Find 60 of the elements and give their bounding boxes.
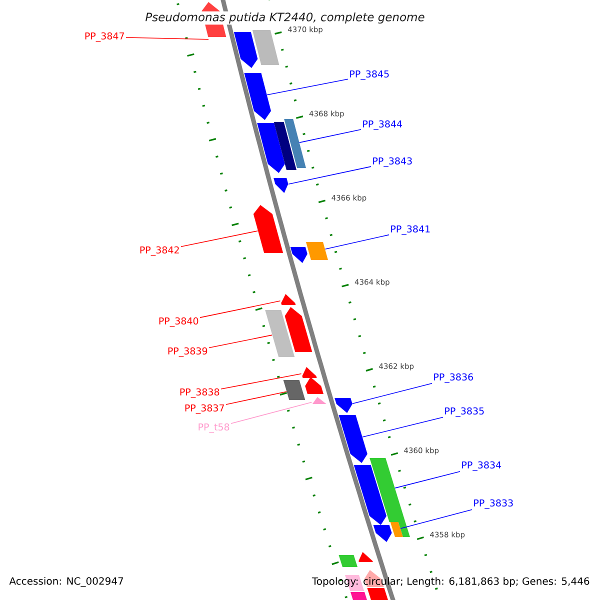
leader-line	[126, 37, 209, 40]
gene-block	[265, 310, 295, 357]
gene-label: PP_3836	[434, 373, 473, 383]
gene-block	[284, 307, 312, 352]
leader-line	[288, 166, 372, 185]
gene-block	[367, 588, 388, 600]
leader-line	[362, 416, 444, 438]
gene-label: PP_3845	[350, 70, 389, 80]
gene-label: PP_3847	[85, 32, 124, 42]
gene-block	[370, 458, 406, 522]
gene-label: PP_3835	[445, 407, 484, 417]
genome-summary: Topology: circular; Length: 6,181,863 bp; Genes: 5,446	[312, 577, 590, 587]
leader-line	[208, 334, 272, 348]
gene-label: PP_3843	[373, 157, 412, 167]
gene-label: PP_3840	[159, 317, 198, 327]
gene-block	[338, 415, 368, 463]
gene-block	[257, 123, 285, 173]
gene-block	[305, 377, 324, 394]
leader-line	[226, 391, 287, 405]
gene-block	[244, 73, 271, 120]
gene-block	[281, 294, 296, 305]
gene-label: PP_3844	[363, 120, 402, 130]
gene-block	[398, 522, 410, 537]
leader-line	[220, 373, 302, 390]
gene-label: PP_3839	[168, 347, 208, 357]
gene-block	[350, 592, 367, 600]
gene-label: PP_3834	[462, 461, 502, 471]
gene-block	[306, 242, 328, 260]
gene-block	[283, 380, 306, 400]
gene-block	[334, 398, 352, 413]
title: Pseudomonas putida KT2440, complete genome	[144, 11, 426, 25]
gene-label: PP_t58	[198, 423, 230, 433]
leader-line	[200, 300, 281, 318]
gene-block	[274, 122, 296, 170]
leader-line	[352, 383, 432, 404]
gene-label: PP_3833	[474, 499, 513, 509]
gene-block	[284, 119, 306, 168]
gene-block	[253, 205, 284, 253]
gene-block	[290, 247, 308, 263]
leader-line	[266, 78, 348, 96]
leader-line	[299, 129, 362, 143]
gene-block	[390, 522, 403, 537]
gene-block	[358, 552, 373, 562]
leader-line	[400, 509, 472, 529]
leader-line	[180, 230, 258, 248]
gene-label: PP_3842	[140, 246, 179, 256]
leader-line	[394, 471, 460, 488]
gene-block	[302, 367, 317, 378]
gene-block	[274, 178, 288, 193]
gene-label: PP_3841	[391, 225, 430, 235]
gene-block	[354, 465, 386, 525]
gene-block	[312, 397, 326, 404]
gene-block	[252, 30, 280, 65]
gene-block	[234, 32, 258, 68]
gene-block	[338, 555, 358, 567]
gene-label: PP_3837	[185, 404, 224, 414]
gene-block	[373, 525, 392, 542]
leader-line	[230, 402, 312, 424]
accession-text: Accession: NC_002947	[8, 576, 125, 588]
gene-label: PP_3838	[180, 388, 220, 398]
